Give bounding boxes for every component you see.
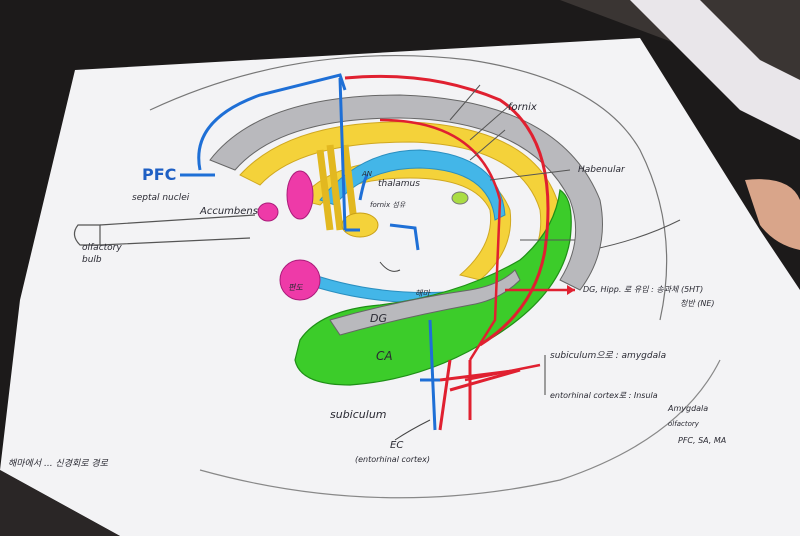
- label-ec-full: (entorhinal cortex): [355, 455, 430, 464]
- septal-nucleus-small: [257, 202, 279, 222]
- olfactory-tract: [99, 214, 256, 246]
- list-amygdala: Amygdala: [667, 404, 708, 413]
- blue-lower-path: [389, 223, 420, 251]
- label-dg: DG: [370, 312, 387, 325]
- finger-shape: [745, 179, 800, 250]
- label-subiculum: subiculum: [330, 408, 387, 421]
- top-leader-lines: [449, 84, 571, 181]
- dentate-gyrus-grey: [329, 269, 521, 336]
- paper-corner-fold: [630, 0, 800, 140]
- list-pfc: PFC, SA, MA: [678, 436, 726, 445]
- red-middle-path: [379, 118, 502, 361]
- label-thalamus: thalamus: [378, 179, 420, 189]
- blue-vertical-path: [338, 77, 360, 232]
- fornix-cyan: [319, 149, 506, 221]
- note-entorhinal: entorhinal cortex로 : Insula: [550, 391, 658, 400]
- label-pfc: PFC: [142, 165, 176, 184]
- leader-line-1: [379, 261, 401, 272]
- label-accumbens: Accumbens: [199, 206, 258, 217]
- blue-an-path: [358, 173, 369, 201]
- habenula-dot: [451, 191, 469, 205]
- red-subiculum-arrow: [464, 363, 541, 382]
- footer-note: 해마에서 ... 신경회로 경로: [8, 458, 109, 469]
- label-habenular: Habenular: [578, 165, 626, 175]
- note-ne: 청반 (NE): [680, 299, 715, 308]
- list-olfactory: olfactory: [668, 420, 700, 428]
- note-dg-hipp: DG, Hipp. 로 유입 : 송과체 (5HT): [583, 285, 703, 294]
- label-amygdala-korean: 편도: [288, 283, 303, 292]
- accumbens-magenta: [286, 170, 314, 220]
- label-septal-nuclei: septal nuclei: [132, 193, 190, 203]
- red-lower-paths: [438, 359, 521, 431]
- label-hippocampus-korean: 해마: [415, 289, 431, 298]
- blue-ec-path: [420, 319, 440, 431]
- cortex-outline: [149, 54, 668, 321]
- lower-outline: [199, 359, 721, 499]
- note-subiculum-amygdala: subiculum으로 : amygdala: [550, 351, 666, 361]
- leader-line-ec: [394, 419, 431, 441]
- red-arrowhead-dg: [567, 285, 575, 295]
- label-fornix: fornix: [508, 102, 537, 113]
- blue-pfc-path: [197, 73, 347, 171]
- olfactory-bulb-shape: [73, 224, 101, 246]
- label-olfactory-2: bulb: [82, 255, 102, 265]
- label-an: AN: [361, 170, 373, 178]
- label-ec: EC: [390, 440, 403, 451]
- label-fornix-korean: fornix 섬유: [370, 201, 406, 209]
- corpus-callosum: [209, 94, 603, 291]
- label-ca: CA: [376, 349, 393, 363]
- red-outer-path: [344, 74, 550, 347]
- paper-shadow: [0, 470, 120, 536]
- amygdala-magenta: [279, 259, 321, 301]
- mammillary-body: [341, 212, 379, 238]
- label-olfactory-1: olfactory: [82, 243, 122, 253]
